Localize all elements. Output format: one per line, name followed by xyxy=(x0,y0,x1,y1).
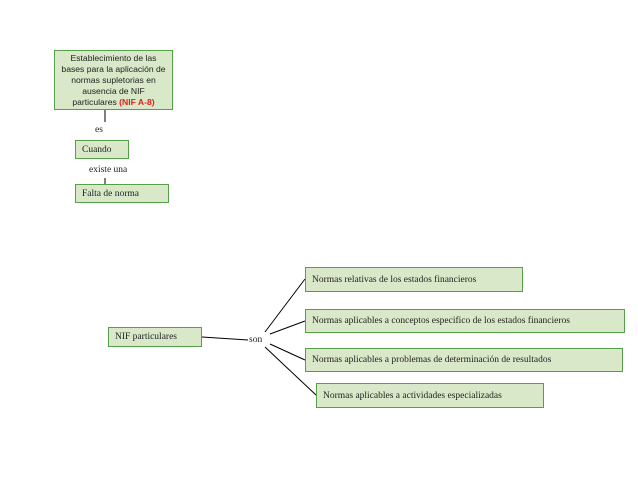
connector-son-to-branch-2 xyxy=(269,320,306,335)
top-concept-node: Establecimiento de las bases para la apl… xyxy=(54,50,173,110)
link-label-es: es xyxy=(95,125,103,135)
branch-node-4: Normas aplicables a actividades especial… xyxy=(316,383,544,408)
nif-a8-highlight: (NIF A-8) xyxy=(119,96,155,107)
nif-particulares-node: NIF particulares xyxy=(108,327,202,347)
connector-nif-to-son xyxy=(201,336,249,341)
falta-de-norma-label: Falta de norma xyxy=(82,188,139,199)
branch-label-2: Normas aplicables a conceptos especifico… xyxy=(312,316,570,326)
branch-node-2: Normas aplicables a conceptos especifico… xyxy=(305,309,625,333)
nif-particulares-label: NIF particulares xyxy=(115,332,177,342)
branch-label-1: Normas relativas de los estados financie… xyxy=(312,274,477,285)
top-concept-label: Establecimiento de las bases para la apl… xyxy=(61,52,166,107)
link-label-existe-una: existe una xyxy=(89,165,128,175)
branch-label-4: Normas aplicables a actividades especial… xyxy=(323,390,502,401)
branch-node-1: Normas relativas de los estados financie… xyxy=(305,267,523,292)
connector-son-to-branch-4 xyxy=(264,346,317,396)
connector-son-to-branch-3 xyxy=(269,343,306,361)
falta-de-norma-node: Falta de norma xyxy=(75,184,169,203)
connector-son-to-branch-1 xyxy=(264,278,306,333)
cuando-node: Cuando xyxy=(75,140,129,159)
cuando-label: Cuando xyxy=(82,144,112,155)
branch-label-3: Normas aplicables a problemas de determi… xyxy=(312,355,552,365)
branch-node-3: Normas aplicables a problemas de determi… xyxy=(305,348,623,372)
link-label-son: son xyxy=(249,335,263,345)
